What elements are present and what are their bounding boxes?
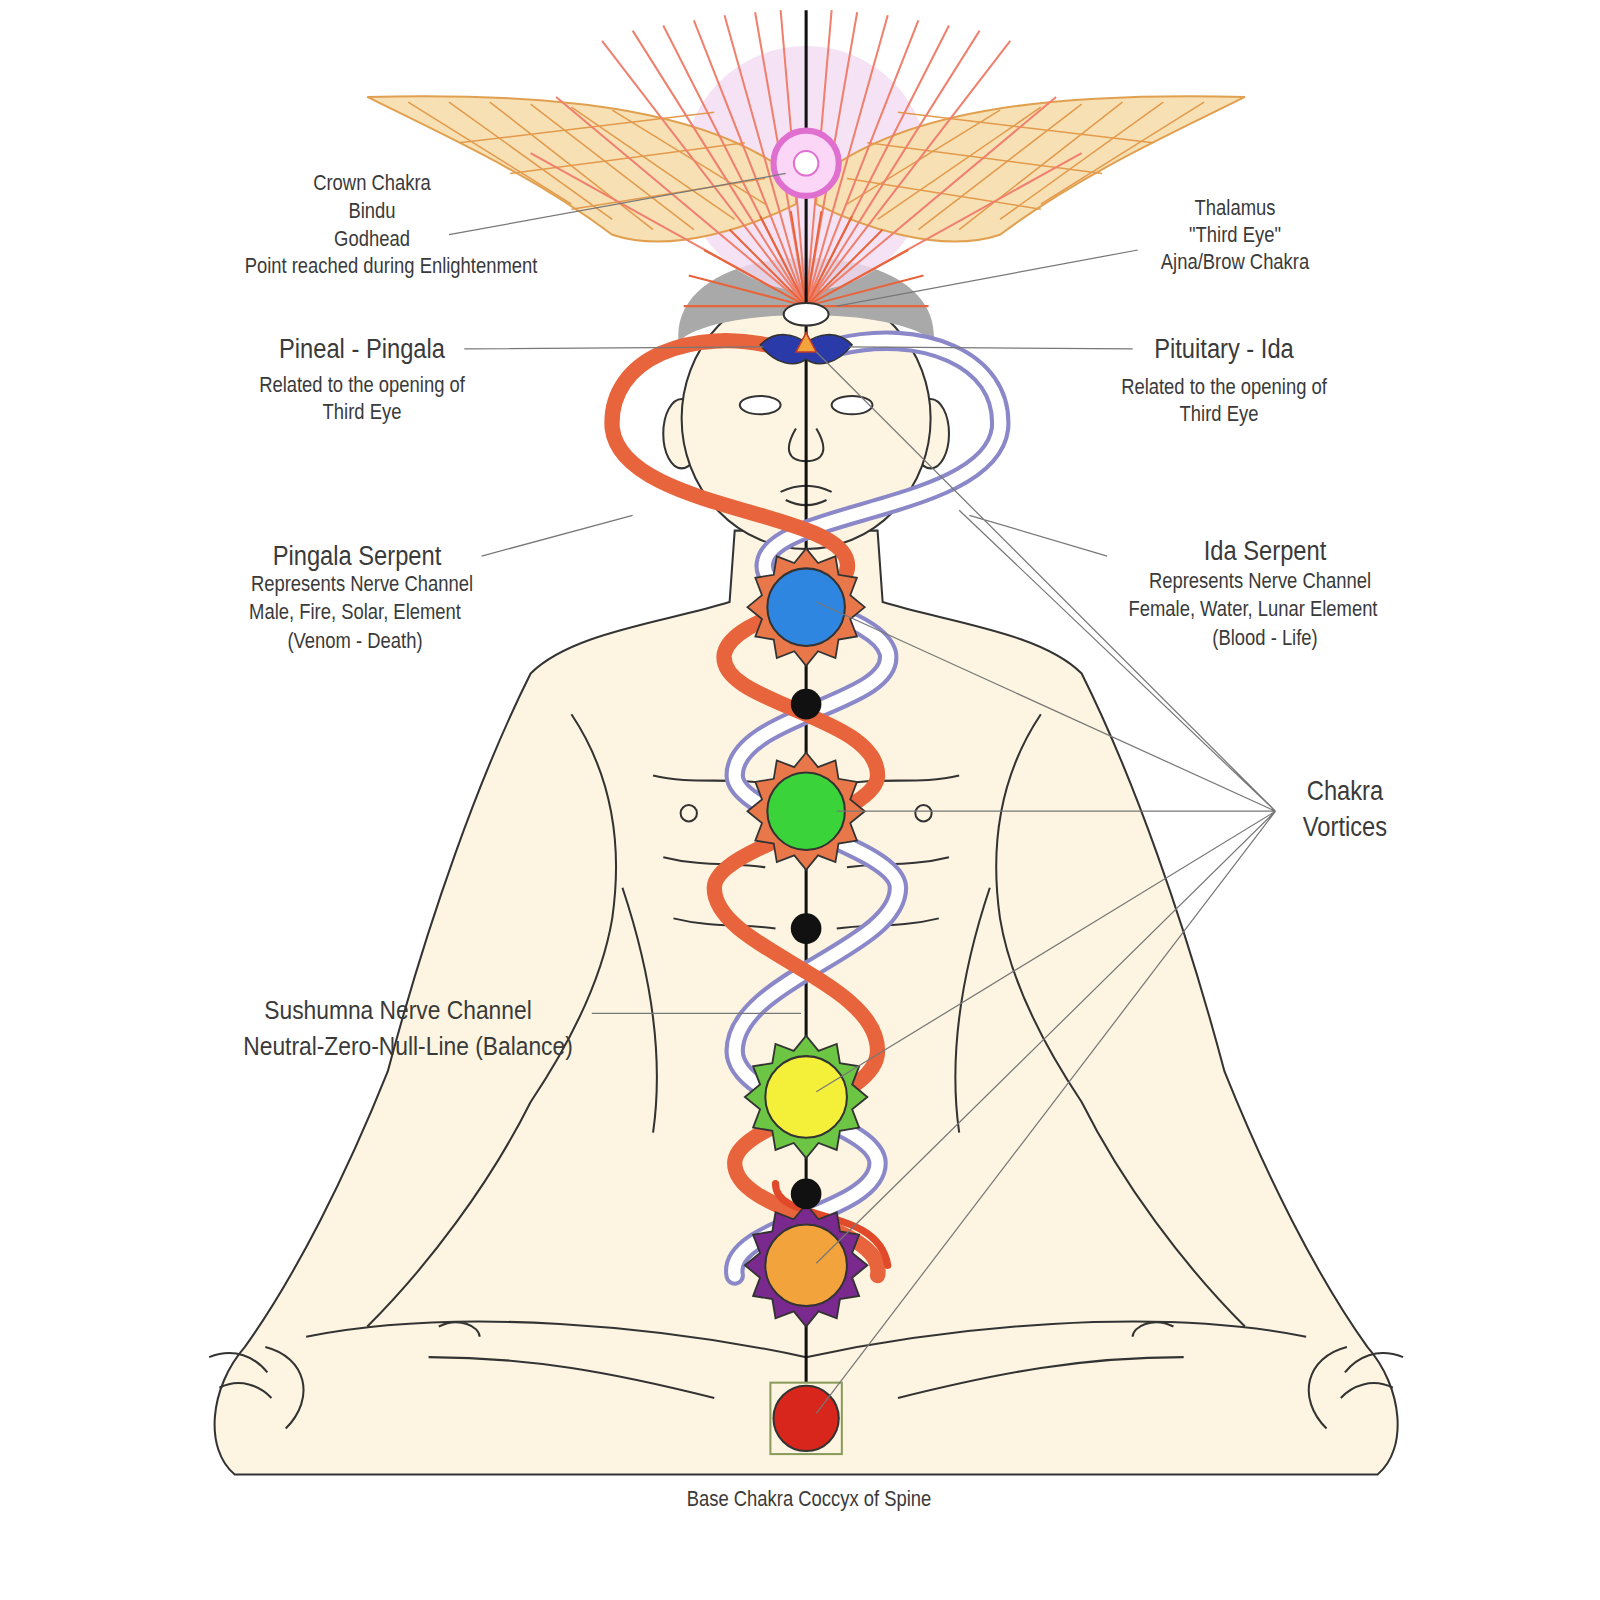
solar-lotus (745, 1036, 867, 1158)
callout-label: Pituitary - Ida (1155, 335, 1295, 363)
heart-chakra (767, 772, 845, 850)
throat-lotus (747, 548, 864, 665)
callout-label: Point reached during Enlightenment (244, 257, 537, 278)
callout-label: (Blood - Life) (1213, 628, 1318, 649)
ida-serpent (734, 341, 1000, 1276)
throat-chakra (767, 568, 845, 646)
callout-label: Third Eye (323, 403, 402, 424)
thalamus (784, 303, 829, 325)
callout-label: Related to the opening of (259, 375, 465, 396)
pingala-serpent (612, 341, 878, 1276)
callout-label: "Third Eye" (1189, 225, 1281, 246)
callout-label: Third Eye (1180, 405, 1259, 426)
connector-dot (791, 913, 822, 944)
sacral-chakra (765, 1224, 847, 1306)
callout-label: Represents Nerve Channel (1149, 571, 1371, 592)
callout-label: Sushumna Nerve Channel (264, 997, 531, 1024)
callout-label: Chakra (1307, 777, 1383, 805)
callout-label: Crown Chakra (314, 173, 432, 194)
callout-label: Represents Nerve Channel (251, 574, 473, 595)
callout-label: Ajna/Brow Chakra (1161, 253, 1309, 274)
leader-lines (449, 173, 1276, 1413)
callout-label: Neutral-Zero-Null-Line (Balance) (243, 1033, 573, 1060)
nipple (681, 805, 697, 821)
callout-label: Female, Water, Lunar Element (1129, 599, 1378, 620)
callout-label: Male, Fire, Solar, Element (249, 603, 461, 624)
eye (740, 396, 781, 414)
body-detail-lines (209, 714, 1403, 1428)
callout-label: Thalamus (1194, 198, 1275, 219)
callout-label: Base Chakra Coccyx of Spine (687, 1489, 932, 1510)
callout-label: Ida Serpent (1204, 537, 1326, 565)
connector-dot (791, 1179, 822, 1210)
ida-serpent-outline (734, 341, 1000, 1276)
callout-label: Pingala Serpent (273, 542, 442, 570)
callout-label: Related to the opening of (1122, 377, 1328, 398)
sacral-lotus (745, 1204, 867, 1326)
callout-label: (Venom - Death) (288, 631, 423, 652)
callout-label: Pineal - Pingala (279, 335, 445, 363)
third-eye (796, 333, 816, 352)
callout-label: Vortices (1303, 813, 1387, 841)
connector-dot (791, 689, 822, 720)
solar-plexus-chakra (765, 1056, 847, 1138)
bindu (794, 151, 818, 175)
eye (832, 396, 873, 414)
callout-label: Bindu (349, 202, 396, 223)
nipple (915, 805, 931, 821)
callout-label: Godhead (335, 229, 411, 250)
crown-chakra (773, 131, 838, 196)
base-chakra (773, 1386, 838, 1451)
